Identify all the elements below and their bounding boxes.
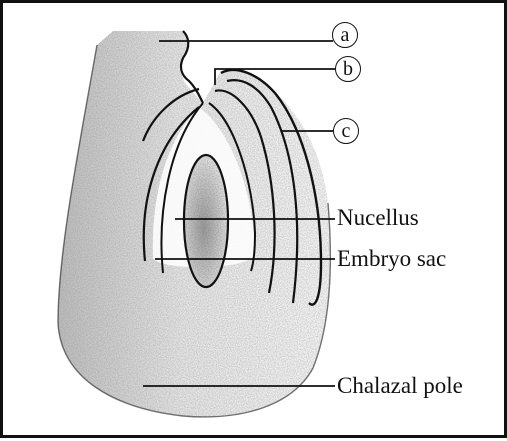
callout-c: c	[333, 118, 359, 144]
callout-c-text: c	[342, 121, 351, 141]
label-nucellus: Nucellus	[337, 206, 419, 229]
callout-b: b	[335, 56, 361, 82]
callout-a: a	[332, 22, 358, 48]
embryo-sac-texture	[185, 156, 227, 286]
callout-a-text: a	[341, 25, 350, 45]
label-embryo-sac: Embryo sac	[337, 247, 446, 270]
label-chalazal-pole: Chalazal pole	[337, 374, 463, 397]
callout-b-text: b	[343, 59, 353, 79]
